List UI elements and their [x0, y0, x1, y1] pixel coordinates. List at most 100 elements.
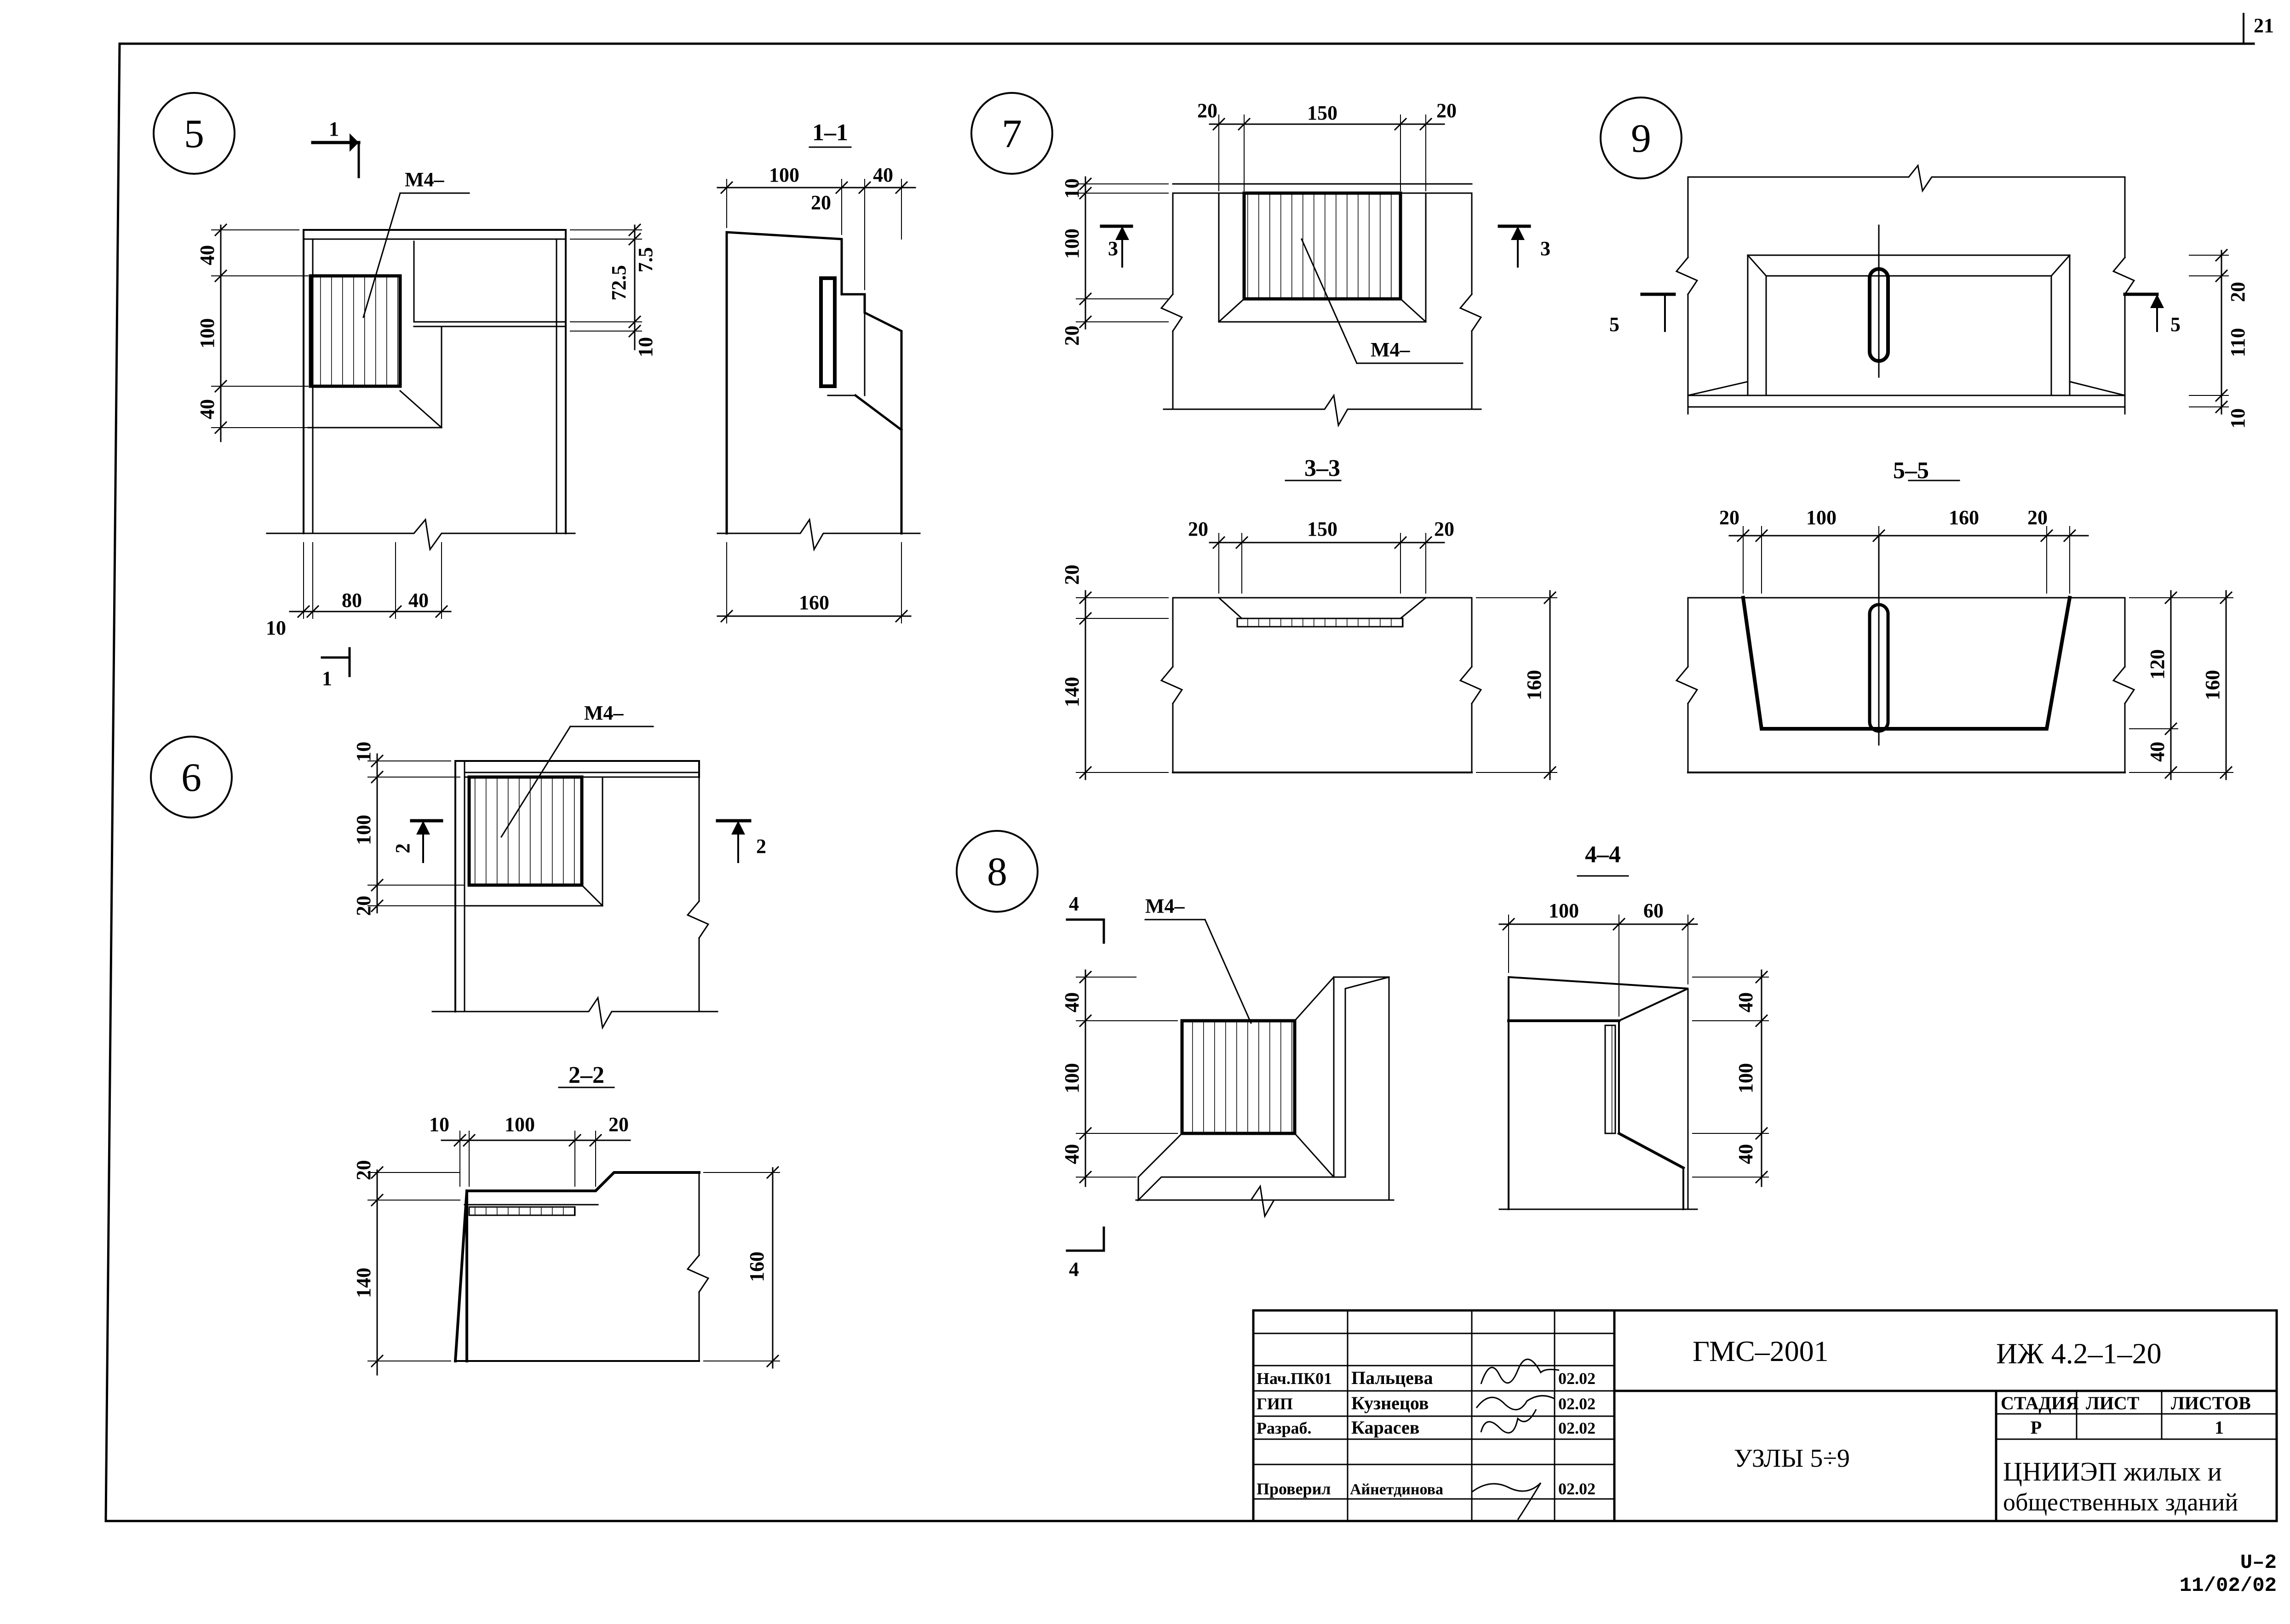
dim-label: 10 [2227, 408, 2249, 429]
dim-label: 100 [505, 1113, 535, 1136]
cut-mark-3-right: 3 [1540, 237, 1550, 260]
sig-date: 02.02 [1558, 1480, 1596, 1498]
dim-label: 40 [408, 589, 429, 612]
title-block-frame [1252, 1309, 2278, 1522]
mark-m4: М4– [584, 702, 624, 724]
dim-label: 40 [1061, 1144, 1083, 1164]
dim-label: 150 [1307, 518, 1337, 540]
dim-label: 160 [2201, 670, 2224, 700]
dim-label: 20 [811, 191, 831, 214]
section-1-1 [717, 146, 921, 623]
dim-label: 40 [196, 245, 218, 265]
node-7-label: 7 [1002, 112, 1022, 156]
node-5-label: 5 [184, 112, 204, 156]
section-2-2 [367, 1086, 780, 1376]
cut-mark-4-bottom: 4 [1069, 1258, 1079, 1281]
sig-role: Нач.ПК01 [1257, 1369, 1332, 1388]
header-sheets: ЛИСТОВ [2171, 1393, 2251, 1413]
sig-name: Карасев [1351, 1417, 1419, 1438]
sig-role: Разраб. [1257, 1419, 1311, 1437]
dim-label: 20 [1197, 99, 1217, 122]
signature-mark [1475, 1395, 1555, 1411]
embedded-plate-m4 [1180, 1019, 1297, 1135]
org-name-line2: общественных зданий [2003, 1488, 2238, 1516]
dim-label: 20 [1436, 99, 1457, 122]
node-8-label: 8 [987, 850, 1007, 894]
org-name-line1: ЦНИИЭП жилых и [2003, 1457, 2222, 1487]
dim-label: 20 [1434, 518, 1454, 540]
node-callout-circle [970, 92, 1053, 175]
cut-mark-5-right: 5 [2170, 313, 2181, 336]
dim-label: 100 [1061, 1063, 1083, 1093]
sheets-total-value: 1 [2215, 1417, 2224, 1438]
mark-m4: М4– [1371, 338, 1411, 361]
document-code: ИЖ 4.2–1–20 [1996, 1337, 2162, 1370]
dim-label: 40 [196, 399, 218, 419]
node-callout-circle [150, 736, 233, 818]
node-callout-circle [153, 92, 235, 175]
dim-label: 140 [352, 1268, 375, 1298]
signature-mark [1480, 1409, 1537, 1434]
dim-label: 160 [1949, 506, 1979, 529]
section-title-3-3: 3–3 [1304, 455, 1340, 481]
sig-name: Айнетдинова [1350, 1481, 1443, 1498]
dim-label: 150 [1307, 102, 1337, 124]
sig-role: ГИП [1257, 1395, 1293, 1413]
page-number: 21 [2254, 14, 2274, 37]
embedded-plate-m4-section [819, 276, 837, 388]
dim-label: 72.5 [608, 265, 630, 301]
dim-label: 20 [1061, 326, 1083, 346]
sig-date: 02.02 [1558, 1369, 1596, 1388]
section-title-5-5: 5–5 [1893, 457, 1929, 484]
dim-label: 20 [608, 1113, 629, 1136]
dim-label: 40 [2146, 742, 2169, 762]
dim-label: 20 [352, 1160, 375, 1180]
dim-label: 100 [1734, 1063, 1757, 1093]
sig-date: 02.02 [1558, 1395, 1596, 1413]
embedded-plate-m4 [467, 775, 584, 887]
mark-m4: М4– [405, 168, 445, 191]
dim-label: 20 [2027, 506, 2048, 529]
node-callout-circle [1600, 97, 1682, 179]
dim-label: 100 [1806, 506, 1837, 529]
dim-label: 20 [352, 896, 375, 916]
section-title-2-2: 2–2 [568, 1062, 604, 1088]
sig-name: Пальцева [1351, 1367, 1433, 1388]
corner-date: 11/02/02 [2180, 1574, 2277, 1597]
section-3-3 [1076, 480, 1557, 780]
dim-label: 40 [1061, 992, 1083, 1012]
signature-mark [1480, 1358, 1560, 1384]
dim-label: 100 [196, 318, 218, 349]
dim-label: 120 [2146, 649, 2169, 680]
cut-mark-4-top: 4 [1069, 892, 1079, 915]
dim-label: 10 [429, 1113, 449, 1136]
section-5-5 [1675, 480, 2233, 780]
sig-name: Кузнецов [1351, 1393, 1429, 1413]
node-5 [153, 92, 642, 677]
node-6-label: 6 [181, 755, 201, 800]
dim-label: 40 [1734, 992, 1757, 1012]
dim-label: 10 [1061, 178, 1083, 199]
dim-label: 20 [1188, 518, 1208, 540]
section-title-4-4: 4–4 [1585, 841, 1621, 868]
header-sheet: ЛИСТ [2086, 1393, 2140, 1413]
node-7 [970, 92, 1531, 428]
dim-label: 60 [1643, 899, 1664, 922]
dim-label: 80 [342, 589, 362, 612]
dim-label: 40 [873, 164, 893, 186]
dim-label: 110 [2227, 328, 2249, 357]
dim-label: 10 [266, 617, 286, 639]
cut-mark-1-bottom: 1 [322, 667, 332, 690]
dim-label: 100 [1061, 229, 1083, 259]
dim-label: 7.5 [634, 247, 657, 273]
dim-label: 100 [1549, 899, 1579, 922]
cut-mark-1-top: 1 [329, 118, 339, 140]
corner-code: U–2 [2240, 1551, 2277, 1574]
sig-role: Проверил [1257, 1480, 1331, 1498]
dim-label: 10 [352, 742, 375, 762]
sheet-frame [104, 13, 2278, 1522]
node-8 [956, 830, 1395, 1252]
handwritten-signatures [1471, 1358, 1560, 1520]
dim-label: 20 [1061, 565, 1083, 585]
node-6 [150, 725, 752, 1030]
